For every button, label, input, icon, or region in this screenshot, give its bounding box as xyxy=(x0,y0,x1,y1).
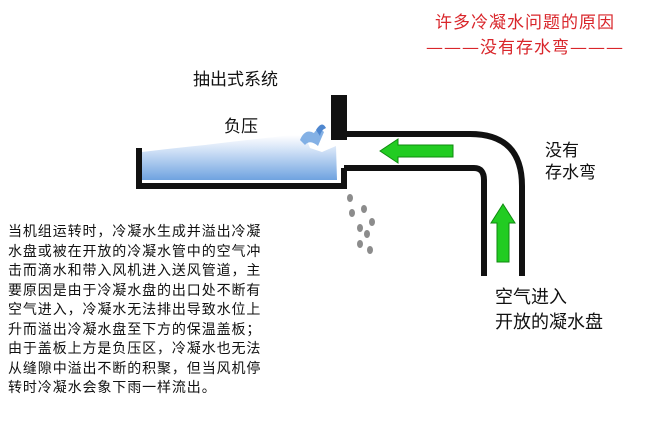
description-text: 当机组运转时，冷凝水生成并溢出冷凝 水盘或被在开放的冷凝水管中的空气冲 击而滴水… xyxy=(8,223,338,399)
description-line: 升而溢出冷凝水盘至下方的保温盖板； xyxy=(8,321,262,338)
water-drop xyxy=(361,205,367,213)
drain-pipe-outer xyxy=(344,131,525,276)
water-drop xyxy=(364,230,370,238)
water-drop xyxy=(347,194,353,202)
condensate-water xyxy=(142,135,337,180)
airflow-arrow-left xyxy=(379,138,454,164)
water-drop xyxy=(357,240,363,248)
description-line: 空气进入，冷凝水无法排出导致水位上 xyxy=(8,302,262,318)
description-line: 水盘或被在开放的冷凝水管中的空气冲 xyxy=(8,243,262,260)
drain-pipe-inner xyxy=(344,165,487,276)
description-line: 击而滴水和带入风机进入送风管道，主 xyxy=(8,263,262,279)
air-entering-line-1: 空气进入 xyxy=(495,287,567,308)
air-entering-label: 空气进入 开放的凝水盘 xyxy=(495,285,603,335)
description-line: 转时冷凝水会象下雨一样流出。 xyxy=(8,380,217,396)
negative-pressure-label: 负压 xyxy=(224,117,258,137)
water-splash xyxy=(300,129,324,146)
water-splash-tip xyxy=(316,124,326,136)
description-line: 从缝隙中溢出不断的积聚，但当风机停 xyxy=(8,360,262,377)
water-drop xyxy=(369,218,375,226)
no-trap-line-1: 没有 xyxy=(545,141,579,161)
water-drop xyxy=(357,224,363,232)
water-drop xyxy=(349,209,355,217)
water-drops xyxy=(347,194,375,254)
exhaust-wall xyxy=(331,95,347,140)
water-drop xyxy=(367,246,373,254)
diagram-subtitle: ———没有存水弯——— xyxy=(426,38,624,58)
description-line: 要原因是由于冷凝水盘的出口处不断有 xyxy=(8,282,262,299)
air-entering-line-2: 开放的凝水盘 xyxy=(495,312,603,333)
description-line: 由于盖板上方是负压区，冷凝水也无法 xyxy=(8,341,262,357)
exhaust-system-label: 抽出式系统 xyxy=(193,70,278,90)
drain-pan xyxy=(136,148,347,189)
diagram-title: 许多冷凝水问题的原因 xyxy=(435,13,615,33)
description-line: 当机组运转时，冷凝水生成并溢出冷凝 xyxy=(8,224,262,240)
no-trap-line-2: 存水弯 xyxy=(545,163,596,183)
no-trap-label: 没有 存水弯 xyxy=(545,140,596,184)
airflow-arrow-up xyxy=(490,203,516,263)
